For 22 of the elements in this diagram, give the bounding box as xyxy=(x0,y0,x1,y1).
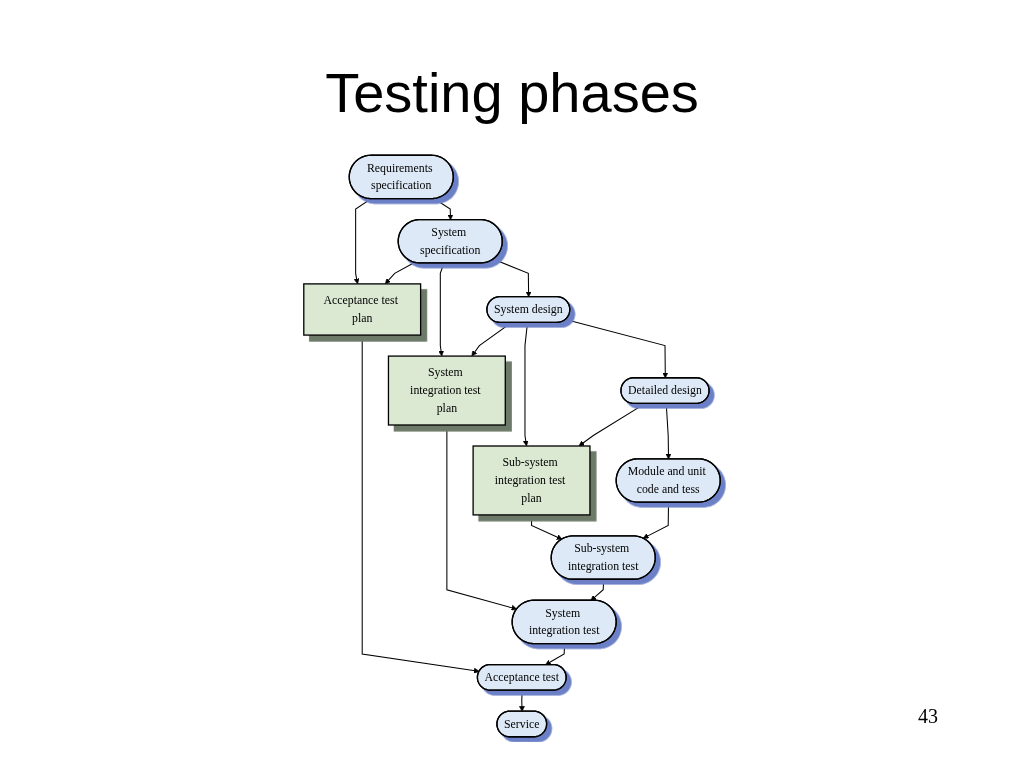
arrow xyxy=(545,643,566,666)
arrow xyxy=(492,258,532,298)
arrow xyxy=(353,198,372,285)
node-box: Acceptance test plan xyxy=(303,283,422,336)
arrow xyxy=(438,262,445,357)
arrow xyxy=(385,261,415,285)
arrow xyxy=(522,322,529,447)
arrow xyxy=(433,198,454,221)
arrow xyxy=(446,424,518,611)
title: Testing phases xyxy=(325,62,699,124)
arrow xyxy=(361,334,480,674)
arrow xyxy=(590,579,605,601)
arrow xyxy=(519,689,525,712)
node-box: System integration test plan xyxy=(387,355,506,426)
arrow xyxy=(531,514,563,540)
arrow xyxy=(565,319,669,379)
arrow xyxy=(471,322,512,357)
arrow xyxy=(578,403,646,447)
node-box: Sub-system integration test plan xyxy=(472,445,591,516)
page-number: 43 xyxy=(918,705,938,728)
arrow xyxy=(665,403,672,460)
arrow xyxy=(642,501,670,539)
